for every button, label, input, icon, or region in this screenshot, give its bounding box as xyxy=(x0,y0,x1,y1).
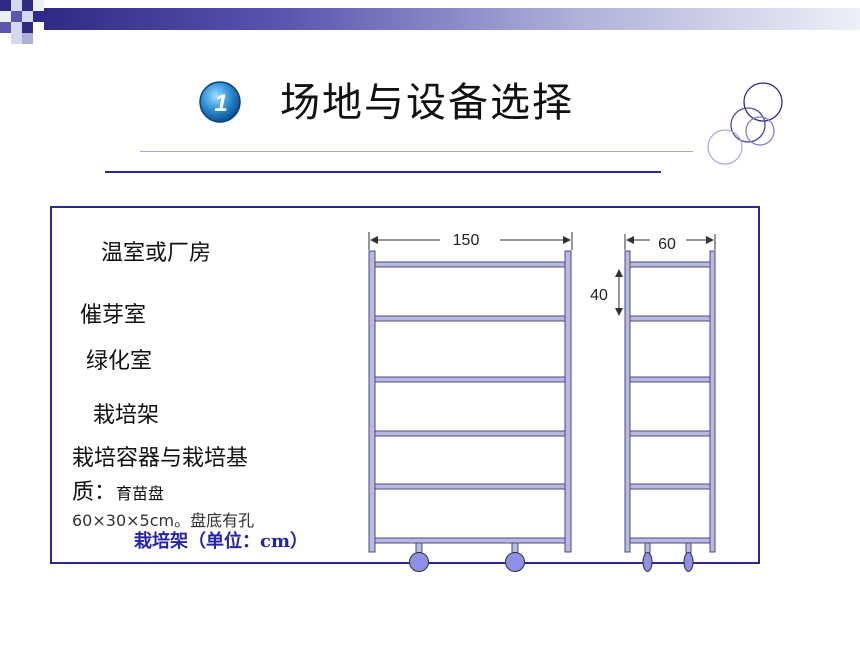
badge-number: 1 xyxy=(214,90,227,117)
container-heading-colon: 质： xyxy=(72,480,117,505)
front-view-rack xyxy=(368,250,572,572)
item-germination-room: 催芽室 xyxy=(80,303,147,328)
content-frame xyxy=(50,206,760,564)
depth-dimension: 60 xyxy=(624,234,716,253)
slide-title: 场地与设备选择 xyxy=(280,80,574,126)
width-label: 150 xyxy=(453,232,480,249)
shelf-spacing-label: 40 xyxy=(590,287,608,304)
title-rule-dark xyxy=(105,171,661,173)
side-view-rack xyxy=(624,250,716,572)
title-rule-light xyxy=(140,151,693,152)
tray-size-note: 60×30×5cm。盘底有孔 xyxy=(72,511,255,530)
header-decoration-bar xyxy=(44,8,860,30)
width-dimension: 150 xyxy=(368,232,573,250)
decorative-circles-icon xyxy=(707,82,783,165)
depth-label: 60 xyxy=(658,236,676,253)
container-heading-line2: 质：育苗盘 xyxy=(72,474,164,506)
container-detail: 育苗盘 xyxy=(116,484,165,503)
number-badge-icon: 1 xyxy=(199,81,241,123)
item-greening-room: 绿化室 xyxy=(86,349,153,374)
item-cultivation-rack: 栽培架 xyxy=(93,403,160,428)
item-greenhouse: 温室或厂房 xyxy=(101,241,212,266)
figure-caption: 栽培架（单位：cm） xyxy=(134,531,309,552)
cultivation-rack-diagram: 150 60 40 xyxy=(368,232,716,572)
shelf-spacing-dimension: 40 xyxy=(590,269,623,316)
container-heading-line1: 栽培容器与栽培基 xyxy=(72,446,249,471)
